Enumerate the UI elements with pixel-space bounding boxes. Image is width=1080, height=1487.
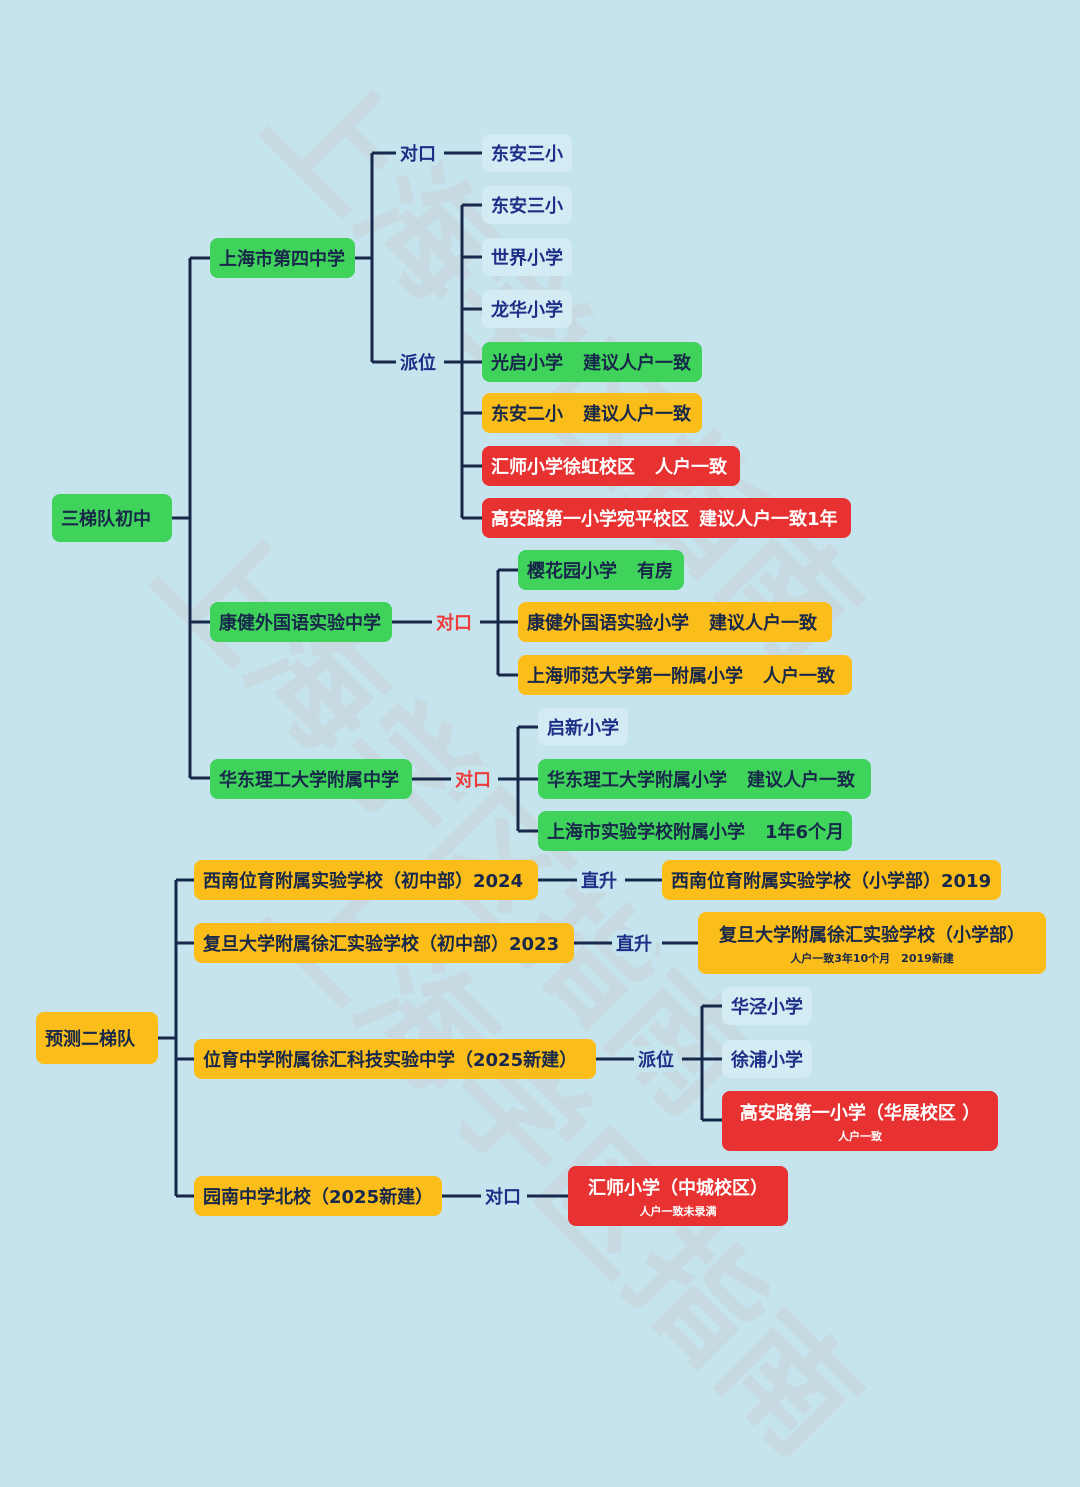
primary-name: 高安路第一小学（华展校区 ） [739,1102,981,1124]
primary-dongan2: 东安二小 建议人户一致 [482,393,702,433]
primary-hualigong-fuxiao: 华东理工大学附属小学 建议人户一致 [538,759,871,799]
primary-yinghuayuan: 樱花园小学 有房 [518,550,684,590]
primary-xupu: 徐浦小学 [722,1040,812,1078]
primary-name: 东安二小 [491,404,563,425]
primary-dongan3: 东安三小 [482,134,572,172]
relation-duikou: 对口 [481,1183,525,1209]
school-xinanweiyu: 西南位育附属实验学校（初中部）2024 [194,860,538,900]
primary-huishi-xuhong: 汇师小学徐虹校区 人户一致 [482,446,740,486]
primary-name: 汇师小学徐虹校区 [491,457,635,478]
primary-qixin: 启新小学 [538,708,628,746]
primary-status: 人户一致 [655,457,727,478]
primary-longhua: 龙华小学 [482,290,572,328]
primary-name: 华东理工大学附属小学 [547,770,727,791]
connector-lines [158,151,722,1198]
primary-name: 上海师范大学第一附属小学 [527,666,743,687]
primary-status: 人户一致 [838,1129,882,1143]
relation-paiwei: 派位 [396,349,440,375]
primary-status: 建议人户一致 [583,404,691,425]
primary-status: 建议人户一致 [709,613,817,634]
school-fudan-xuhui: 复旦大学附属徐汇实验学校（初中部）2023 [194,923,574,963]
primary-name: 光启小学 [491,353,563,374]
primary-status: 建议人户一致 [583,353,691,374]
primary-status: 建议人户一致 [747,770,855,791]
relation-duikou: 对口 [432,609,476,635]
primary-shida-fuxiao: 上海师范大学第一附属小学 人户一致 [518,655,852,695]
primary-huajing: 华泾小学 [722,987,812,1025]
relation-duikou: 对口 [396,140,440,166]
primary-fudan-xuhui-xiaoxue: 复旦大学附属徐汇实验学校（小学部） 人户一致3年10个月 2019新建 [698,912,1046,974]
primary-kangjian: 康健外国语实验小学 建议人户一致 [518,602,832,642]
primary-name: 汇师小学（中城校区） [588,1177,768,1199]
primary-status: 建议人户一致1年 [699,509,838,530]
school-weiyu-keji: 位育中学附属徐汇科技实验中学（2025新建） [194,1039,596,1079]
school-kangjian: 康健外国语实验中学 [210,602,392,642]
primary-xinanweiyu-xiaoxue: 西南位育附属实验学校（小学部）2019 [662,860,1001,900]
relation-zhisheng: 直升 [577,867,621,893]
relation-zhisheng: 直升 [612,930,656,956]
primary-status: 有房 [637,561,673,582]
root-tier2: 预测二梯队 [36,1012,158,1064]
school-shanghai-no4: 上海市第四中学 [210,238,355,278]
relation-duikou: 对口 [451,766,495,792]
primary-name: 康健外国语实验小学 [527,613,689,634]
school-yuannan-beixiao: 园南中学北校（2025新建） [194,1176,442,1216]
primary-gaoan-wanping: 高安路第一小学宛平校区 建议人户一致1年 [482,498,851,538]
primary-status: 人户一致未录满 [639,1204,717,1218]
primary-name: 樱花园小学 [527,561,617,582]
primary-status: 人户一致 [763,666,835,687]
primary-gaoan-huazhan: 高安路第一小学（华展校区 ） 人户一致 [722,1091,998,1151]
primary-name: 复旦大学附属徐汇实验学校（小学部） [719,924,1025,946]
primary-status: 人户一致3年10个月 2019新建 [790,951,954,965]
primary-name: 上海市实验学校附属小学 [547,822,745,843]
primary-status: 1年6个月 [765,822,845,843]
root-tier3: 三梯队初中 [52,494,172,542]
primary-shiyan-fuxiao: 上海市实验学校附属小学 1年6个月 [538,811,852,851]
primary-huishi-zhongcheng: 汇师小学（中城校区） 人户一致未录满 [568,1166,788,1226]
school-hualigong-fuzhong: 华东理工大学附属中学 [210,759,412,799]
primary-dongan3-paiwei: 东安三小 [482,186,572,224]
primary-shijie: 世界小学 [482,238,572,276]
primary-name: 高安路第一小学宛平校区 [491,509,689,530]
primary-guangqi: 光启小学 建议人户一致 [482,342,702,382]
relation-paiwei: 派位 [634,1046,678,1072]
